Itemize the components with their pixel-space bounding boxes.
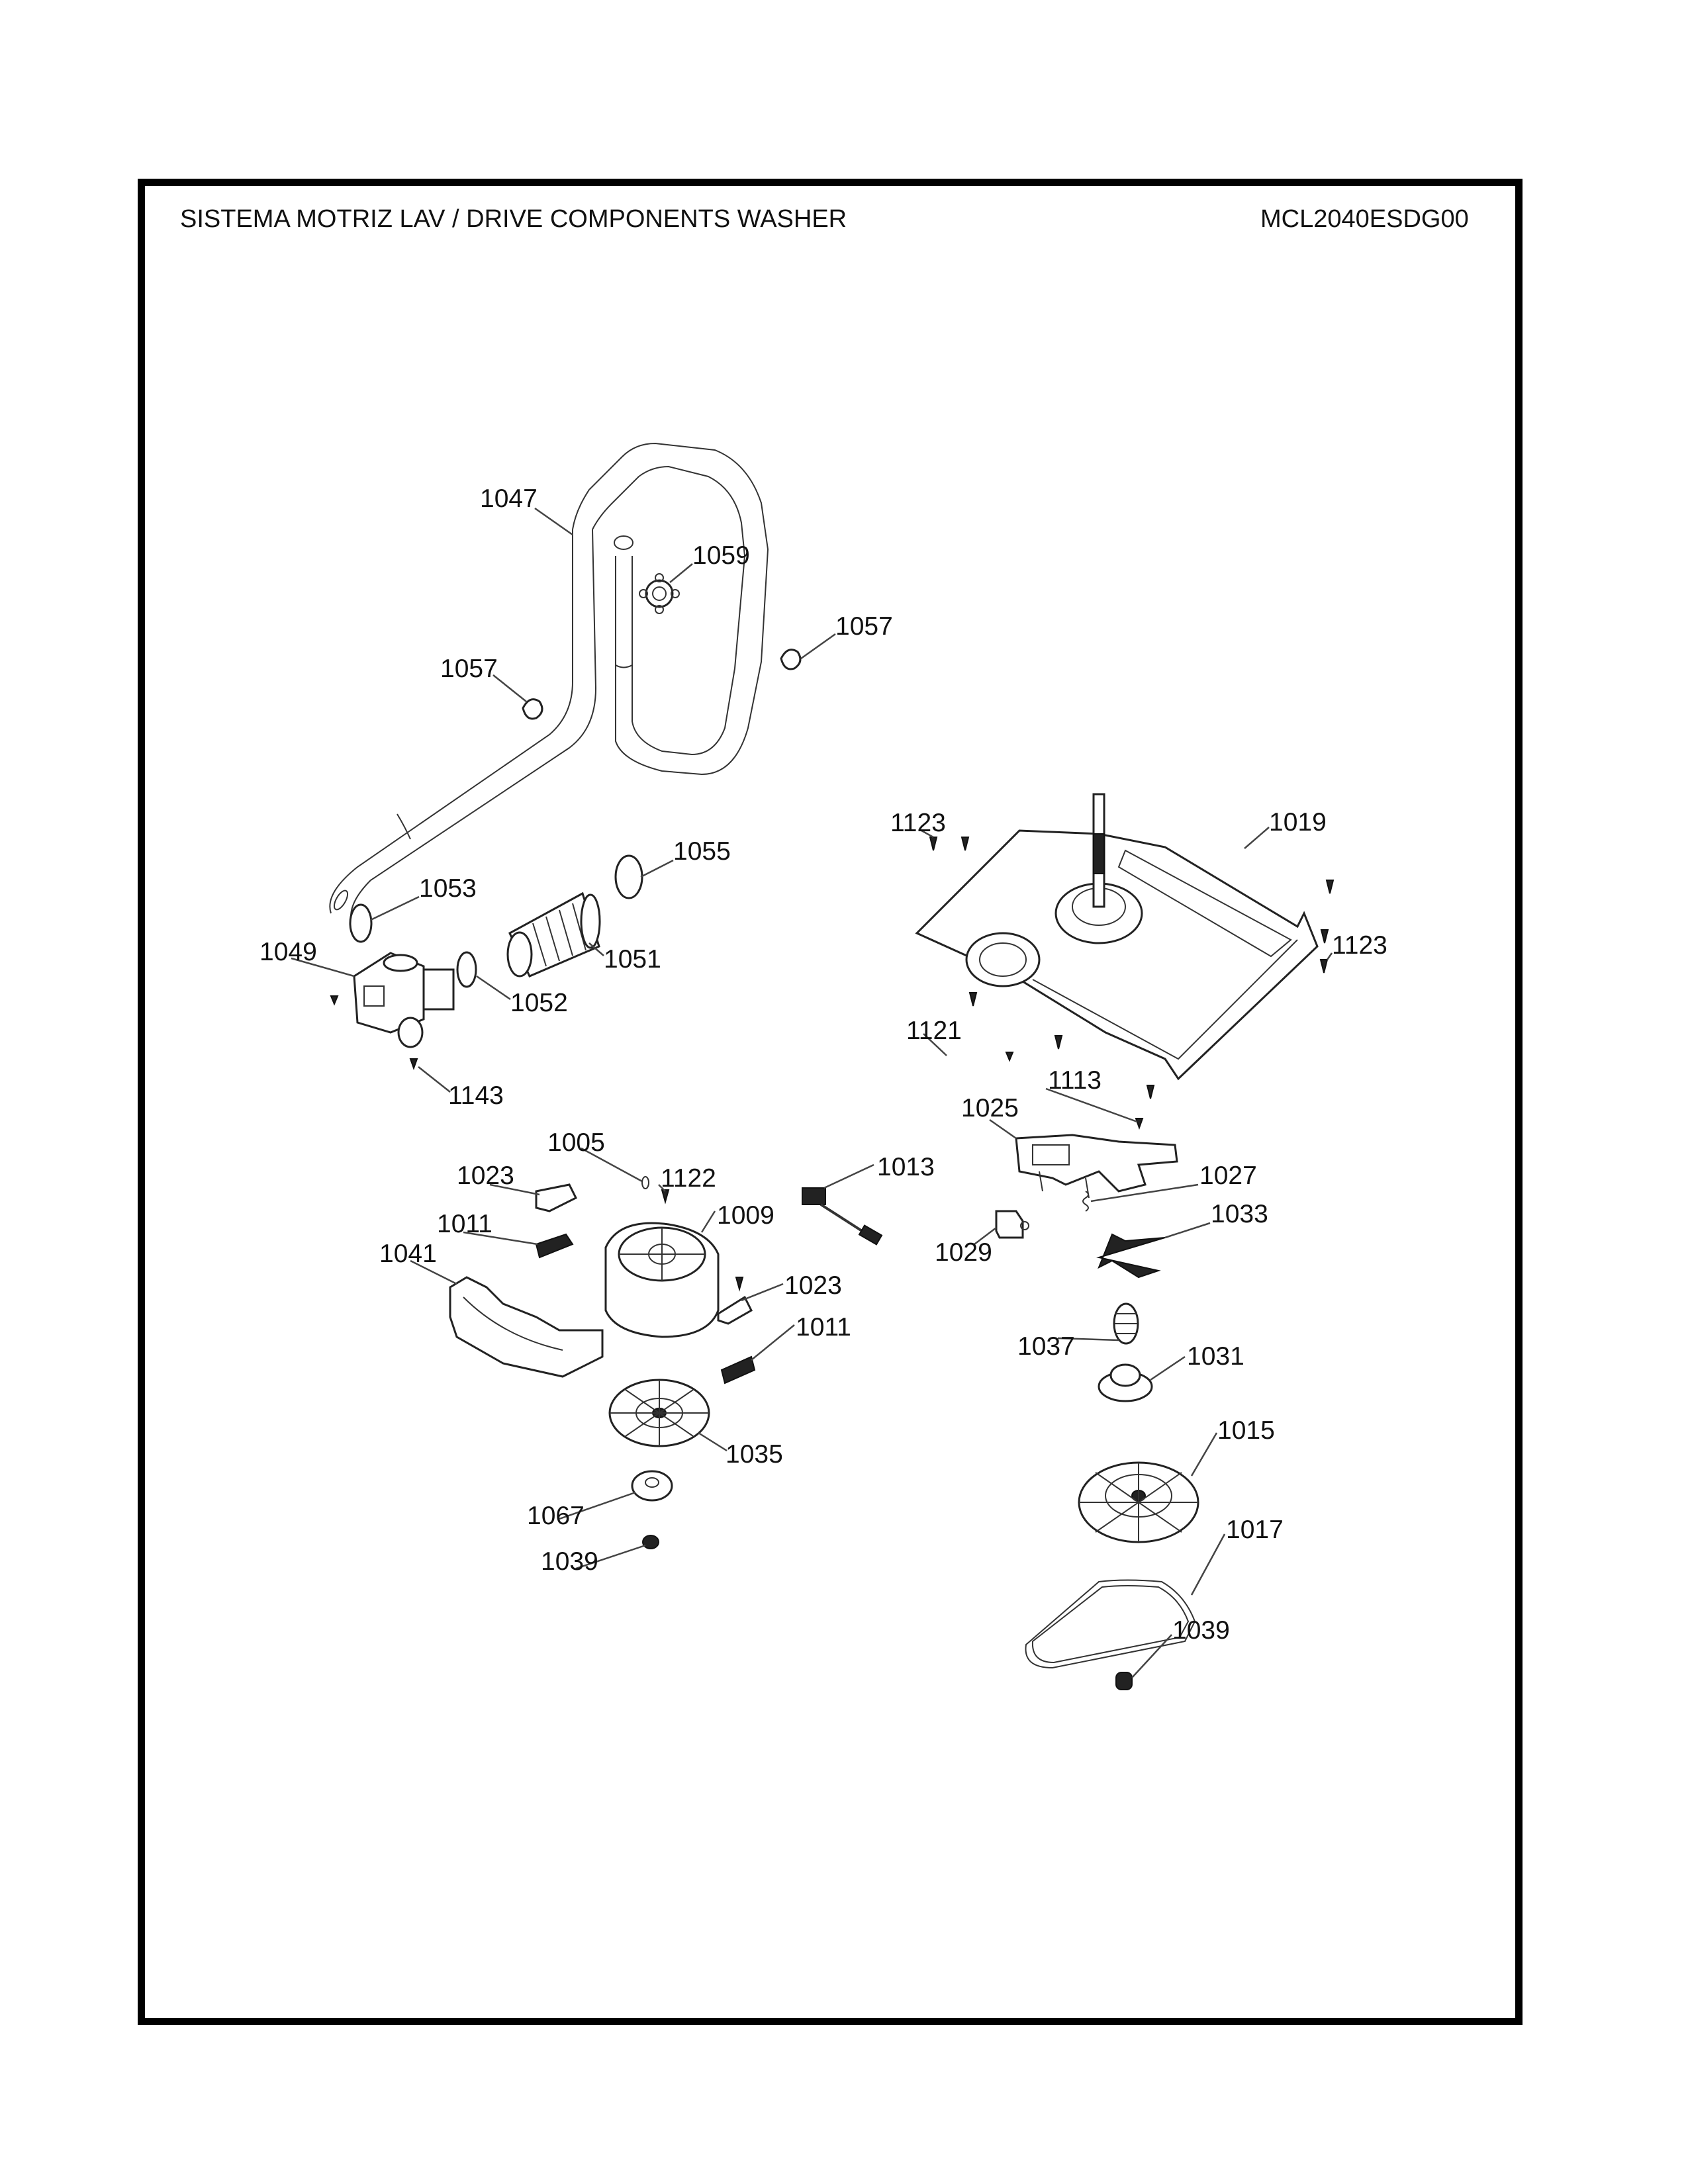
callout-1049: 1049 bbox=[259, 938, 317, 966]
clutch-coupling-drawing bbox=[1098, 1363, 1153, 1402]
motor-pulley-drawing bbox=[631, 1470, 673, 1502]
callout-1052: 1052 bbox=[510, 989, 568, 1017]
callout-1013: 1013 bbox=[877, 1153, 935, 1181]
callout-1023: 1023 bbox=[457, 1161, 514, 1190]
motor-cover-drawing bbox=[449, 1276, 604, 1378]
callout-1122: 1122 bbox=[661, 1164, 716, 1193]
diagram-border bbox=[138, 179, 1523, 2025]
motor-bracket-drawing bbox=[535, 1183, 753, 1325]
clutch-spring-drawing bbox=[1113, 1302, 1139, 1345]
motor-pulley-fan-drawing bbox=[608, 1379, 710, 1447]
callout-1057: 1057 bbox=[835, 612, 893, 641]
wire-harness-drawing bbox=[802, 1187, 883, 1246]
callout-1015: 1015 bbox=[1217, 1416, 1275, 1445]
callout-1047: 1047 bbox=[480, 484, 538, 513]
spring-drawing bbox=[1082, 1191, 1089, 1212]
model-number: MCL2040ESDG00 bbox=[1260, 205, 1469, 233]
callout-1051: 1051 bbox=[604, 945, 661, 974]
hose-clip-drawing bbox=[522, 649, 802, 720]
callout-1025: 1025 bbox=[961, 1094, 1019, 1122]
callout-1029: 1029 bbox=[935, 1238, 992, 1267]
drain-hose-drawing bbox=[329, 442, 769, 917]
callout-1067: 1067 bbox=[527, 1502, 585, 1530]
motor-drawing bbox=[604, 1222, 720, 1338]
screw-drawing bbox=[661, 837, 1335, 1292]
nut-drawing bbox=[642, 1535, 1133, 1690]
callout-1123: 1123 bbox=[1332, 931, 1387, 960]
clip-drawing bbox=[641, 1176, 649, 1189]
callout-1009: 1009 bbox=[717, 1201, 774, 1230]
callout-1027: 1027 bbox=[1199, 1161, 1257, 1190]
callout-1037: 1037 bbox=[1017, 1332, 1075, 1361]
callout-1019: 1019 bbox=[1269, 808, 1327, 837]
callout-1017: 1017 bbox=[1226, 1516, 1284, 1544]
motor-damper-drawing bbox=[535, 1233, 756, 1385]
callout-1011: 1011 bbox=[796, 1313, 851, 1342]
callout-1023: 1023 bbox=[784, 1271, 842, 1300]
callout-1039: 1039 bbox=[1172, 1616, 1230, 1645]
callout-1123: 1123 bbox=[890, 809, 946, 837]
callout-1059: 1059 bbox=[692, 541, 750, 570]
bellows-hose-drawing bbox=[506, 891, 601, 978]
callout-1033: 1033 bbox=[1211, 1200, 1268, 1228]
callout-1031: 1031 bbox=[1187, 1342, 1244, 1371]
callout-1143: 1143 bbox=[448, 1081, 504, 1110]
transmission-pulley-drawing bbox=[1078, 1461, 1199, 1543]
drive-belt-drawing bbox=[1025, 1579, 1196, 1669]
grommet-drawing bbox=[639, 573, 680, 614]
callout-1039: 1039 bbox=[541, 1547, 598, 1576]
leader-lines bbox=[291, 507, 1333, 1678]
callout-1041: 1041 bbox=[379, 1240, 437, 1268]
callout-1053: 1053 bbox=[419, 874, 477, 903]
callout-1011: 1011 bbox=[437, 1210, 492, 1238]
callout-1005: 1005 bbox=[547, 1128, 605, 1157]
transmission-plate-drawing bbox=[915, 793, 1319, 1081]
callout-1057: 1057 bbox=[440, 655, 498, 683]
callout-1113: 1113 bbox=[1048, 1066, 1102, 1095]
pump-drawing bbox=[330, 952, 455, 1070]
callout-1121: 1121 bbox=[906, 1017, 962, 1045]
callout-1035: 1035 bbox=[726, 1440, 783, 1469]
page-title: SISTEMA MOTRIZ LAV / DRIVE COMPONENTS WA… bbox=[180, 205, 847, 233]
actuator-drawing bbox=[995, 1210, 1029, 1239]
clutch-bracket-drawing bbox=[1015, 1134, 1178, 1199]
clutch-fork-drawing bbox=[1096, 1233, 1166, 1279]
clamp-drawing bbox=[349, 854, 643, 988]
callout-1055: 1055 bbox=[673, 837, 731, 866]
